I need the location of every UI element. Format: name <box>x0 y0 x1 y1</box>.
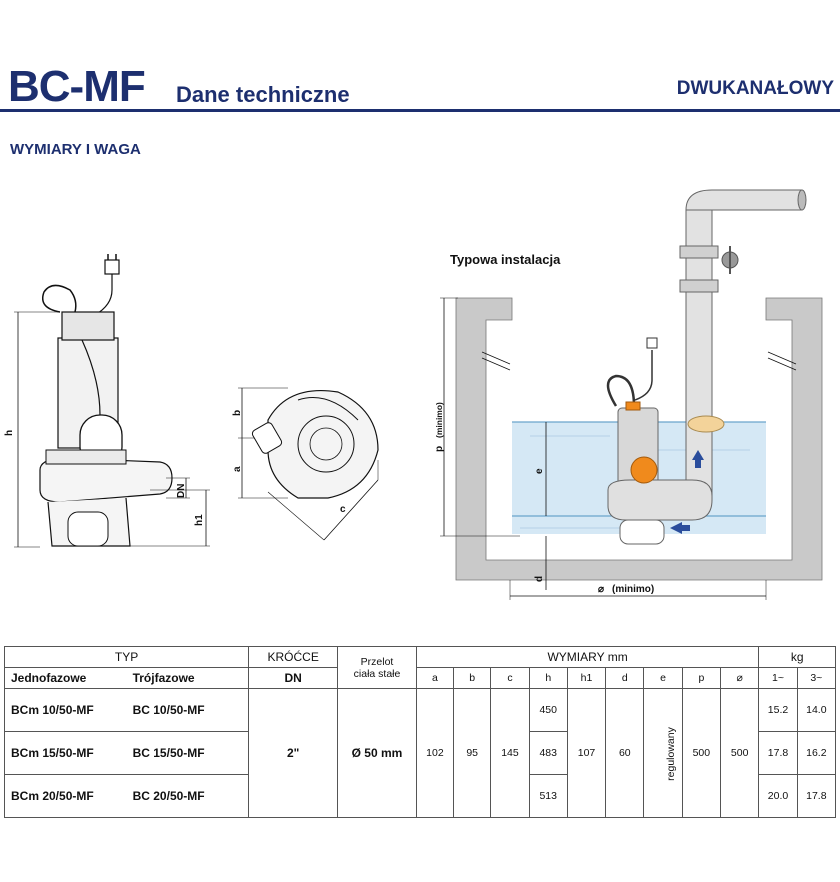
typical-installation-drawing: p (minimo) e d ⌀ (minimo) <box>434 189 823 600</box>
h-value: 483 <box>528 731 568 775</box>
row-tri-model: BC 10/50-MF <box>126 688 250 732</box>
dim-label-b: b <box>232 410 243 416</box>
table-row: BCm 20/50-MF BC 20/50-MF 513 20.0 17.8 <box>3 774 837 818</box>
kg-3-value: 14.0 <box>796 688 837 732</box>
section-title: WYMIARY I WAGA <box>10 141 141 158</box>
table-row: BCm 10/50-MF BC 10/50-MF 2" Ø 50 mm 102 … <box>3 688 837 818</box>
przelot-value: Ø 50 mm <box>337 688 417 818</box>
dim-label-a: a <box>232 466 243 472</box>
kg-1-value: 17.8 <box>758 731 798 775</box>
col-e: e <box>643 667 683 689</box>
dim-label-d: d <box>534 576 545 582</box>
col-d: d <box>605 667 645 689</box>
row-mono-model: BCm 10/50-MF <box>3 688 127 732</box>
header: BC-MF Dane techniczne DWUKANAŁOWY <box>0 0 840 120</box>
col-a: a <box>415 667 455 689</box>
kg-3-value: 16.2 <box>796 731 837 775</box>
diameter-value: 500 <box>719 688 760 818</box>
col-p: p <box>681 667 722 689</box>
row-tri-model: BC 20/50-MF <box>126 774 250 818</box>
dim-label-p: p <box>434 446 445 452</box>
header-dn: DN <box>248 667 339 689</box>
kg-1-value: 15.2 <box>758 688 798 732</box>
c-value: 145 <box>490 688 530 818</box>
header-wymiary: WYMIARY mm <box>415 646 760 668</box>
col-diameter: ⌀ <box>719 667 760 689</box>
dim-label-diameter-minimum: (minimo) <box>612 584 654 595</box>
h-value: 450 <box>528 688 568 732</box>
a-value: 102 <box>415 688 455 818</box>
p-value: 500 <box>681 688 722 818</box>
header-trojfazowe: Trójfazowe <box>126 667 250 689</box>
col-c: c <box>490 667 530 689</box>
dim-label-c: c <box>340 504 346 515</box>
pump-side-view-drawing: h DN h1 <box>4 254 210 548</box>
dim-label-p-minimum: (minimo) <box>434 402 444 438</box>
header-kg: kg <box>758 646 836 668</box>
brand-title: BC-MF <box>8 62 146 111</box>
dim-label-e: e <box>534 468 545 474</box>
col-kg-3: 3~ <box>796 667 837 689</box>
pump-top-view-drawing: b a c <box>232 387 379 541</box>
dim-label-h1: h1 <box>194 514 205 526</box>
header-krocce: KRÓĆCE <box>248 646 339 668</box>
b-value: 95 <box>453 688 492 818</box>
kg-1-value: 20.0 <box>758 774 798 818</box>
pump-type-label: DWUKANAŁOWY <box>676 78 834 99</box>
kg-3-value: 17.8 <box>796 774 837 818</box>
dn-value: 2" <box>248 688 339 818</box>
table-row: BCm 15/50-MF BC 15/50-MF 483 17.8 16.2 <box>3 731 837 775</box>
h-value: 513 <box>528 774 568 818</box>
row-mono-model: BCm 20/50-MF <box>3 774 127 818</box>
e-value: regulowany <box>643 688 683 818</box>
header-rule <box>0 109 840 112</box>
dim-label-h: h <box>4 430 15 436</box>
h1-value: 107 <box>566 688 607 818</box>
col-h: h <box>528 667 568 689</box>
header-typ: TYP <box>3 646 250 668</box>
col-h1: h1 <box>566 667 607 689</box>
page-subtitle: Dane techniczne <box>176 82 350 107</box>
header-jednofazowe: Jednofazowe <box>3 667 127 689</box>
row-mono-model: BCm 15/50-MF <box>3 731 127 775</box>
installation-title: Typowa instalacja <box>450 252 561 267</box>
dim-label-diameter: ⌀ <box>598 584 604 595</box>
row-tri-model: BC 15/50-MF <box>126 731 250 775</box>
col-b: b <box>453 667 492 689</box>
dim-label-dn: DN <box>176 484 187 498</box>
col-kg-1: 1~ <box>758 667 798 689</box>
d-value: 60 <box>605 688 645 818</box>
